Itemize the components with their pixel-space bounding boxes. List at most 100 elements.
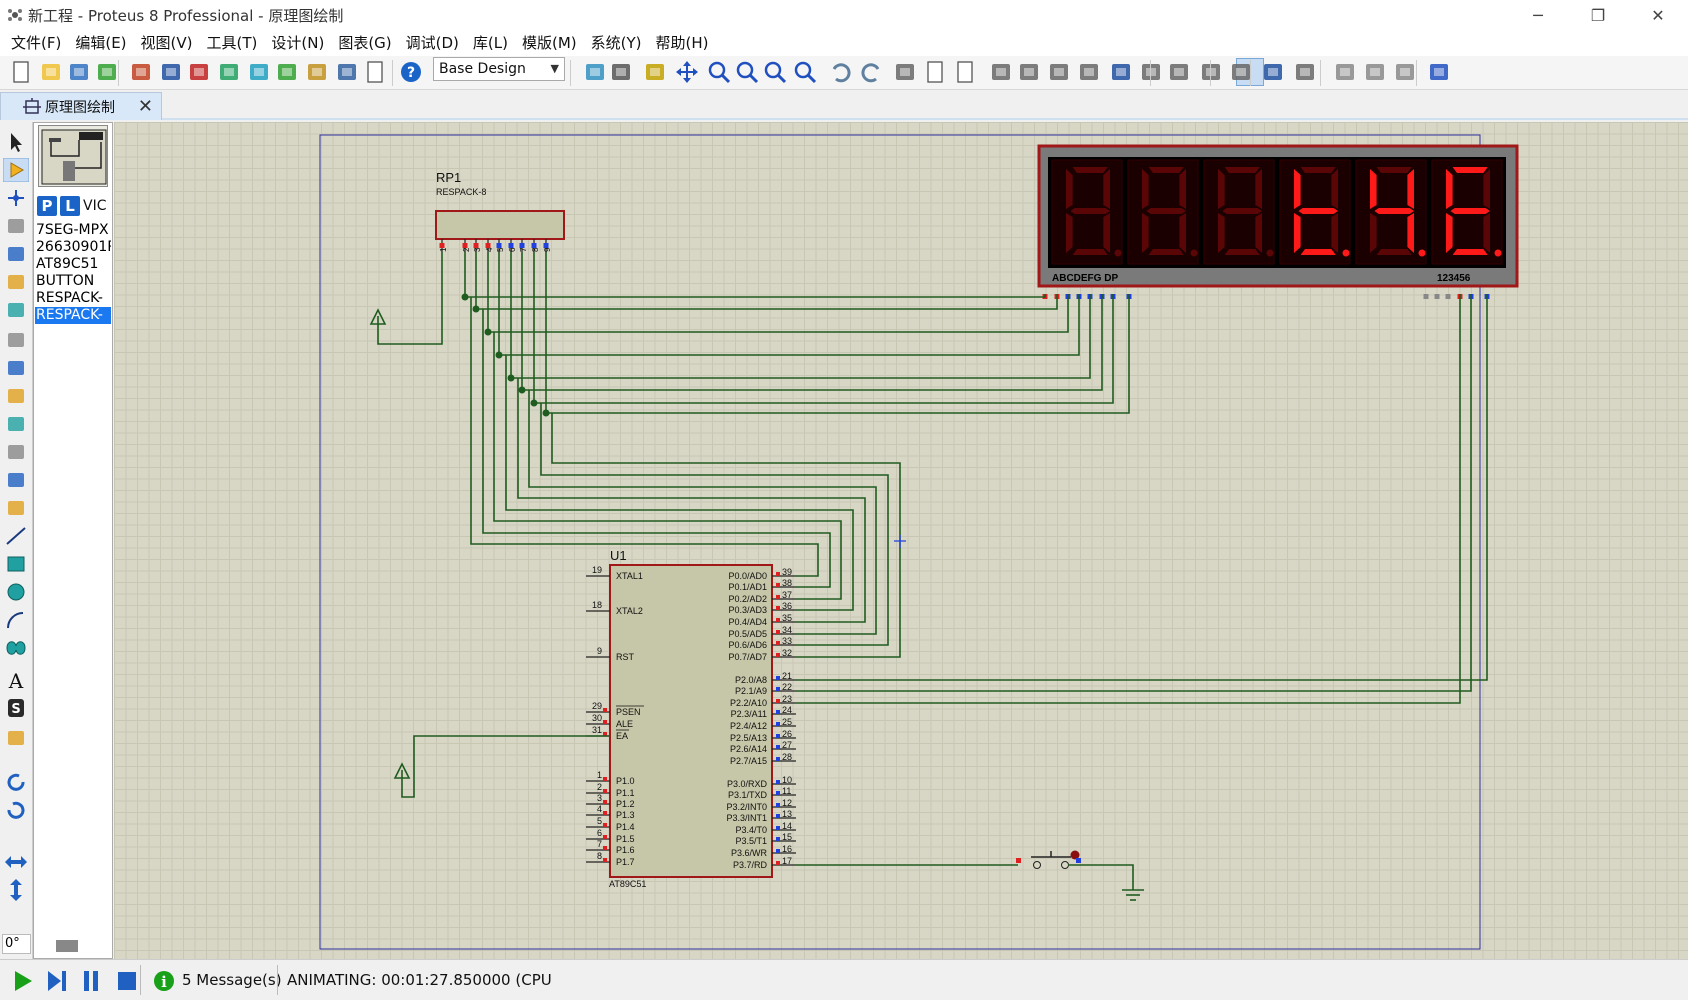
flip-horizontal-icon[interactable] [3,850,29,874]
goto-sheet-icon[interactable] [1392,59,1418,85]
menu-library[interactable]: 库(L) [472,34,508,52]
menu-file[interactable]: 文件(F) [11,34,62,52]
wire-segment-5[interactable] [521,252,1103,391]
wire-p2-1[interactable] [796,294,1472,692]
library-manager-button[interactable]: L [60,196,80,216]
device-item[interactable]: BUTTON [36,273,95,289]
menu-graph[interactable]: 图表(G) [338,34,392,52]
help-icon[interactable]: ? [398,59,424,85]
origin-icon[interactable] [642,59,668,85]
circle-icon[interactable] [3,580,29,604]
import-icon[interactable] [94,59,120,85]
device-item[interactable]: 7SEG-MPX [36,222,109,238]
tab-schematic-capture[interactable]: 原理图绘制 ✕ [0,92,162,120]
overview-window[interactable] [38,125,108,187]
property-assign-icon[interactable] [1292,59,1318,85]
copy-icon[interactable] [922,59,948,85]
wire-port0-2[interactable] [493,332,842,600]
closed-path-icon[interactable] [3,636,29,660]
block-rotate-icon[interactable] [1046,59,1072,85]
gerber-icon[interactable] [216,59,242,85]
search-tag-icon[interactable] [1260,59,1286,85]
wire-label-icon[interactable] [3,214,29,238]
info-icon[interactable]: i [151,968,177,994]
menu-edit[interactable]: 编辑(E) [75,34,127,52]
electrical-rule-check-icon[interactable] [1426,59,1452,85]
pick-device-icon[interactable] [1108,59,1134,85]
subcircuit-icon[interactable] [3,298,29,322]
wire-port0-5[interactable] [528,390,877,635]
refresh-icon[interactable] [582,59,608,85]
rotate-cw-icon[interactable] [3,770,29,794]
flip-vertical-icon[interactable] [3,878,29,902]
rotation-field[interactable]: 0° [2,934,31,954]
block-copy-icon[interactable] [988,59,1014,85]
device-item[interactable]: RESPACK- [36,290,103,306]
pause-icon[interactable] [78,968,104,994]
wire-port0-0[interactable] [470,297,819,577]
schematic-icon[interactable] [158,59,184,85]
wire-segment-2[interactable] [487,252,1069,333]
graph-icon[interactable] [3,384,29,408]
redo-icon[interactable] [858,59,884,85]
menu-debug[interactable]: 调试(D) [405,34,459,52]
wire-port0-4[interactable] [517,378,866,623]
device-item[interactable]: AT89C51 [36,256,99,272]
play-icon[interactable] [10,968,36,994]
menu-tools[interactable]: 工具(T) [206,34,258,52]
voltage-probe-icon[interactable] [3,468,29,492]
3d-view-icon[interactable] [246,59,272,85]
new-sheet-icon[interactable] [1332,59,1358,85]
device-list-scrollbar[interactable] [56,940,78,952]
text-script-icon[interactable] [3,242,29,266]
remove-sheet-icon[interactable] [1362,59,1388,85]
line-icon[interactable] [3,524,29,548]
make-device-icon[interactable] [1138,59,1164,85]
zoom-in-icon[interactable] [706,59,732,85]
button-actuate-icon[interactable] [1070,850,1080,860]
wire-rp1-power[interactable] [377,252,443,345]
undo-icon[interactable] [828,59,854,85]
message-count[interactable]: 5 Message(s) [182,971,282,989]
stop-icon[interactable] [114,968,140,994]
menu-template[interactable]: 模版(M) [521,34,577,52]
design-explorer-icon[interactable] [304,59,330,85]
power-terminal-icon[interactable] [393,762,411,779]
bus-icon[interactable] [3,270,29,294]
arc-icon[interactable] [3,608,29,632]
pick-devices-button[interactable]: P [37,196,57,216]
wire-p2-0[interactable] [796,294,1488,681]
paste-icon[interactable] [952,59,978,85]
junction-dot-icon[interactable] [3,186,29,210]
home-icon[interactable] [128,59,154,85]
respack-body[interactable] [435,210,565,240]
cut-icon[interactable] [892,59,918,85]
decompose-icon[interactable] [1198,59,1224,85]
wire-segment-7[interactable] [545,252,1130,414]
wire-autorouter-icon[interactable] [1228,59,1254,85]
menu-system[interactable]: 系统(Y) [590,34,642,52]
wire-p2-2[interactable] [796,294,1461,704]
box-icon[interactable] [3,552,29,576]
wire-button-ground[interactable] [1068,864,1134,890]
device-item[interactable]: 26630901R [36,239,111,255]
new-file-icon[interactable] [8,59,34,85]
zoom-all-icon[interactable] [762,59,788,85]
vsm-studio-icon[interactable] [334,59,360,85]
wire-port0-3[interactable] [505,355,854,611]
design-variant-select[interactable]: Base Design ▼ [433,57,565,81]
zoom-out-icon[interactable] [734,59,760,85]
wire-segment-3[interactable] [498,252,1080,356]
wire-segment-6[interactable] [533,252,1114,404]
wire-segment-4[interactable] [510,252,1091,379]
wire-port0-7[interactable] [551,413,901,658]
menu-view[interactable]: 视图(V) [140,34,193,52]
tape-recorder-icon[interactable] [3,412,29,436]
step-icon[interactable] [44,968,70,994]
wire-ea-power[interactable] [401,735,610,798]
text-icon[interactable]: A [3,668,29,693]
device-item-selected[interactable]: RESPACK- [35,307,111,324]
wire-segment-1[interactable] [475,252,1058,310]
pcb-icon[interactable] [186,59,212,85]
